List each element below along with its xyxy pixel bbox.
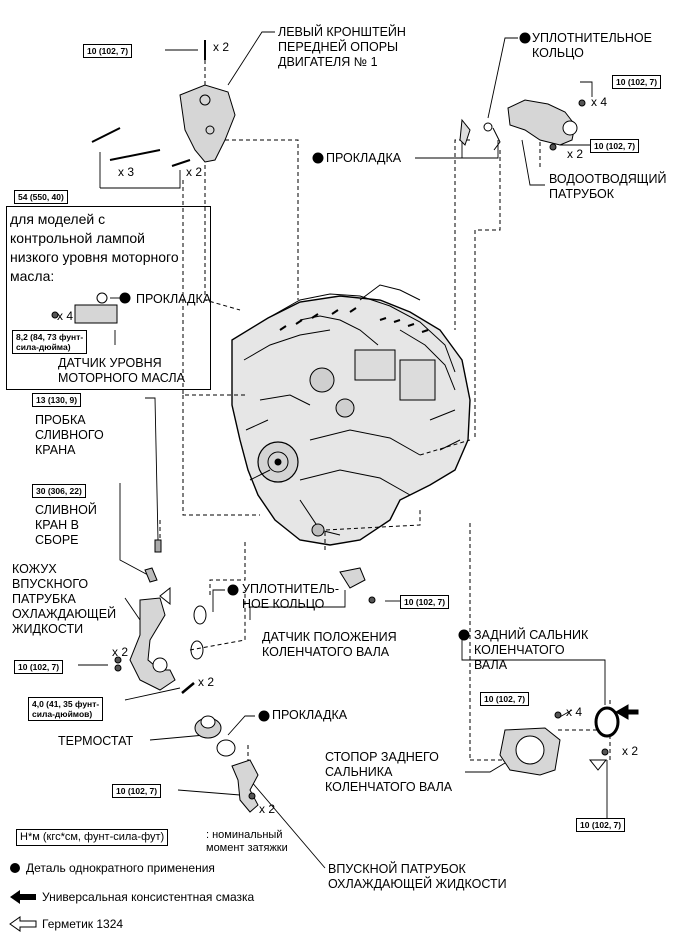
water-outlet-part xyxy=(459,99,586,151)
sealant-arrow-drain xyxy=(159,586,171,606)
torque-outlet-1: 10 (102, 7) xyxy=(612,75,662,89)
label-front-mount-bracket: ЛЕВЫЙ КРОНШТЕЙН ПЕРЕДНЕЙ ОПОРЫ ДВИГАТЕЛЯ… xyxy=(278,25,406,69)
qty-inlet-housing-a: x 2 xyxy=(112,645,129,659)
label-thermostat: ТЕРМОСТАТ xyxy=(58,734,134,748)
label-o-ring-mid: УПЛОТНИТЕЛЬ- НОЕ КОЛЬЦО xyxy=(242,582,340,611)
oil-level-note: для моделей с контрольной лампой низкого… xyxy=(10,211,179,284)
sealant-arrow-rear xyxy=(588,759,608,771)
torque-oil-sensor: 8,2 (84, 73 фунт- сила-дюйма) xyxy=(12,330,88,354)
qty-retainer: x 4 xyxy=(566,705,583,719)
legend-grease: Универсальная консистентная смазка xyxy=(42,890,255,904)
label-water-outlet: ВОДООТВОДЯЩИЙ ПАТРУБОК xyxy=(549,172,667,201)
qty-oil-sensor: x 4 xyxy=(57,309,74,323)
qty-outlet-2: x 2 xyxy=(567,147,584,161)
torque-outlet-2: 10 (102, 7) xyxy=(590,139,640,153)
label-drain-cock: СЛИВНОЙ КРАН В СБОРЕ xyxy=(35,503,97,547)
water-inlet-part xyxy=(231,759,259,813)
qty-outlet-1: x 4 xyxy=(591,95,608,109)
legend-torque-box: Н*м (кгс*см, фунт-сила-фут) xyxy=(16,829,169,846)
torque-bracket-top: 10 (102, 7) xyxy=(83,44,133,58)
rear-seal-parts xyxy=(499,706,620,776)
oil-level-sensor-part xyxy=(51,292,118,324)
label-crank-sensor: ДАТЧИК ПОЛОЖЕНИЯ КОЛЕНЧАТОГО ВАЛА xyxy=(262,630,397,659)
drain-parts xyxy=(144,539,162,583)
torque-rear-bolt: 10 (102, 7) xyxy=(576,818,626,832)
legend-dot xyxy=(10,863,20,873)
torque-stud: 4,0 (41, 35 фунт- сила-дюймов) xyxy=(28,697,104,721)
grease-arrow xyxy=(615,704,639,720)
legend-sealant-arrow xyxy=(9,916,37,932)
qty-bracket-top: x 2 xyxy=(213,40,230,54)
inlet-housing-part xyxy=(114,597,207,694)
label-water-inlet: ВПУСКНОЙ ПАТРУБОК ОХЛАЖДАЮЩЕЙ ЖИДКОСТИ xyxy=(328,862,507,891)
qty-stud: x 2 xyxy=(198,675,215,689)
torque-drain-plug: 13 (130, 9) xyxy=(32,393,82,407)
torque-inlet-housing: 10 (102, 7) xyxy=(14,660,64,674)
qty-rear-bolt: x 2 xyxy=(622,744,639,758)
label-rear-seal: ЗАДНИЙ САЛЬНИК КОЛЕНЧАТОГО ВАЛА xyxy=(474,628,589,672)
crank-sensor-part xyxy=(339,567,376,604)
label-oil-level-sensor: ДАТЧИК УРОВНЯ МОТОРНОГО МАСЛА xyxy=(58,356,185,385)
thermostat-part xyxy=(194,715,236,757)
label-drain-plug: ПРОБКА СЛИВНОГО КРАНА xyxy=(35,413,104,457)
leader-lines xyxy=(78,31,608,869)
label-seal-retainer: СТОПОР ЗАДНЕГО САЛЬНИКА КОЛЕНЧАТОГО ВАЛА xyxy=(325,750,453,794)
label-gasket-top: ПРОКЛАДКА xyxy=(326,151,402,165)
torque-water-inlet: 10 (102, 7) xyxy=(112,784,162,798)
qty-bracket-bolts-b: x 2 xyxy=(186,165,203,179)
engine-block xyxy=(231,284,471,546)
mount-bracket-part xyxy=(91,40,236,167)
torque-retainer: 10 (102, 7) xyxy=(480,692,530,706)
legend-sealant: Герметик 1324 xyxy=(42,917,124,931)
assembly-lines xyxy=(159,60,611,795)
label-o-ring-top: УПЛОТНИТЕЛЬНОЕ КОЛЬЦО xyxy=(532,31,652,60)
qty-water-inlet: x 2 xyxy=(259,802,276,816)
torque-bracket-bolts: 54 (550, 40) xyxy=(14,190,68,204)
label-gasket-thermo: ПРОКЛАДКА xyxy=(272,708,348,722)
label-gasket-oil: ПРОКЛАДКА xyxy=(136,292,212,306)
torque-drain-cock: 30 (306, 22) xyxy=(32,484,86,498)
legend-grease-arrow xyxy=(10,890,36,904)
legend-torque-desc: : номинальный момент затяжки xyxy=(206,829,288,854)
oil-level-note-box xyxy=(6,206,211,390)
torque-crank-sensor: 10 (102, 7) xyxy=(400,595,450,609)
label-inlet-housing: КОЖУХ ВПУСКНОГО ПАТРУБКА ОХЛАЖДАЮЩЕЙ ЖИД… xyxy=(12,562,117,636)
legend-non-reusable: Деталь однократного применения xyxy=(26,861,215,875)
qty-bracket-bolts-a: x 3 xyxy=(118,165,135,179)
